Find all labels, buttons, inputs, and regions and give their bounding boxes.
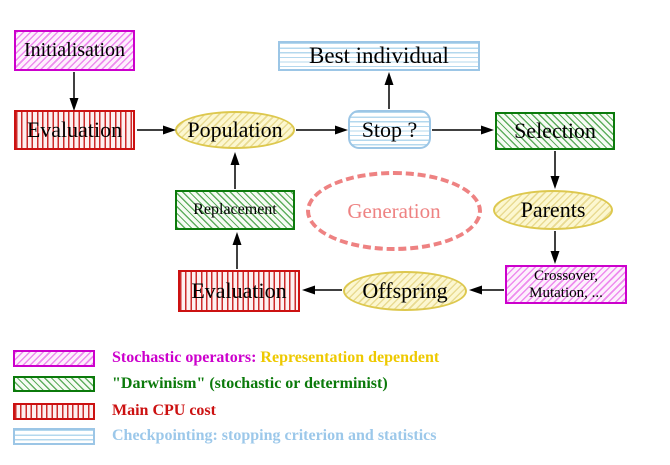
arrow-stop-to-selection <box>432 125 494 135</box>
legend-text-representation: Representation dependent <box>260 349 440 366</box>
node-replacement: Replacement <box>175 190 295 230</box>
arrow-evaluation-to-replacement <box>232 232 242 269</box>
arrow-crossover-to-offspring <box>469 285 504 295</box>
node-best-individual: Best individual <box>278 41 480 71</box>
arrow-offspring-to-evaluation <box>302 285 342 295</box>
node-evaluation-bottom-label: Evaluation <box>191 278 287 303</box>
node-crossover-line2: Mutation, ... <box>529 284 603 301</box>
node-evaluation-bottom: Evaluation <box>178 270 300 312</box>
legend-swatch-cpu-cost <box>13 403 95 420</box>
legend-swatch-stochastic-operators <box>13 350 95 367</box>
node-crossover-mutation: Crossover, Mutation, ... <box>505 265 627 304</box>
node-evaluation-top: Evaluation <box>14 110 135 150</box>
node-stop-label: Stop ? <box>361 116 418 142</box>
node-initialisation-label: Initialisation <box>23 39 126 61</box>
legend-swatch-checkpointing <box>13 428 95 445</box>
node-offspring-label: Offspring <box>362 278 448 303</box>
node-replacement-label: Replacement <box>193 201 277 218</box>
arrow-stop-to-best-individual <box>384 72 394 109</box>
node-best-individual-label: Best individual <box>309 43 449 68</box>
legend-text-stochastic: Stochastic operators: <box>112 349 257 366</box>
node-selection: Selection <box>495 112 615 150</box>
arrow-replacement-to-population <box>230 152 240 189</box>
legend-label-checkpointing: Checkpointing: stopping criterion and st… <box>112 427 437 444</box>
legend-label-cpu-cost: Main CPU cost <box>112 402 216 419</box>
legend-label-darwinism: "Darwinism" (stochastic or determinist) <box>112 375 388 392</box>
node-selection-label: Selection <box>514 118 596 143</box>
arrow-population-to-stop <box>296 125 348 135</box>
generation-cycle-ellipse: Generation <box>306 171 482 251</box>
node-stop: Stop ? <box>348 110 431 149</box>
generation-label: Generation <box>347 198 441 223</box>
arrow-parents-to-crossover <box>550 231 560 264</box>
node-initialisation: Initialisation <box>14 30 135 71</box>
node-offspring: Offspring <box>343 271 467 311</box>
arrow-initialisation-to-evaluation <box>69 72 79 111</box>
legend-swatch-darwinism <box>13 376 95 392</box>
node-population-label: Population <box>187 117 283 142</box>
node-crossover-line1: Crossover, <box>534 267 598 284</box>
arrow-selection-to-parents <box>550 151 560 189</box>
node-population: Population <box>175 111 295 149</box>
arrow-evaluation-to-population <box>137 125 176 135</box>
legend-label-stochastic-operators: Stochastic operators: Representation dep… <box>112 349 439 367</box>
node-evaluation-top-label: Evaluation <box>26 117 123 142</box>
node-parents-label: Parents <box>520 197 586 222</box>
node-parents: Parents <box>493 190 613 230</box>
